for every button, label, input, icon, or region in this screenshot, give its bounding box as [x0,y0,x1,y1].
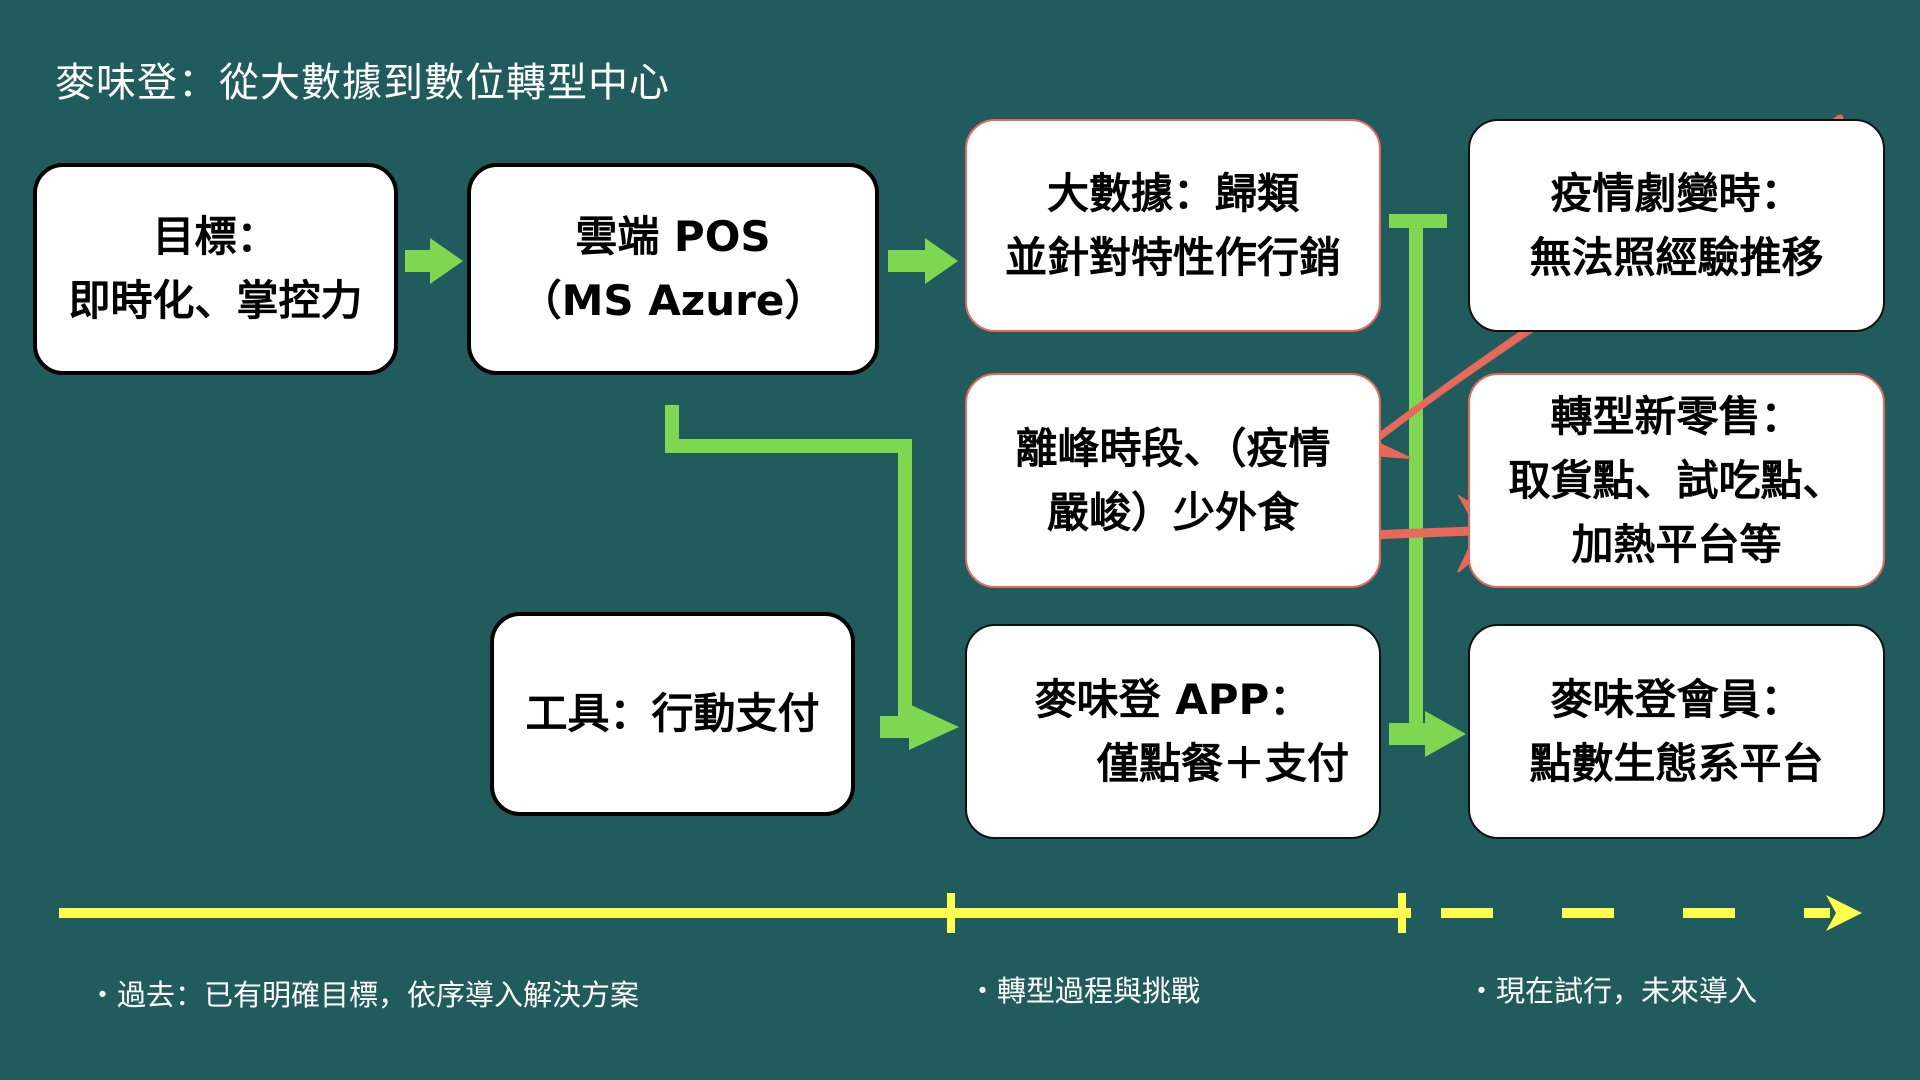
box-big-data-line-2: 並針對特性作行銷 [1004,232,1341,282]
box-cloud-pos: 雲端 POS （MS Azure） [467,163,879,375]
box-new-retail: 轉型新零售： 取貨點、試吃點、 加熱平台等 [1468,373,1885,588]
box-off-peak-line-1: 離峰時段、（疫情 [1015,423,1331,473]
box-off-peak: 離峰時段、（疫情 嚴峻）少外食 [965,373,1381,588]
box-goal-line-1: 目標： [152,212,279,261]
timeline-tick-2 [1398,893,1406,933]
box-new-retail-line-1: 轉型新零售： [1550,391,1803,441]
box-app-line-1: 麥味登 APP： [1034,674,1312,724]
box-cloud-pos-line-2: （MS Azure） [519,276,827,325]
box-pandemic-change-line-2: 無法照經驗推移 [1529,232,1824,282]
arrow-pos-to-bigdata-icon [888,238,958,284]
box-off-peak-line-2: 嚴峻）少外食 [1046,487,1299,537]
timeline-label-past: ・過去：已有明確目標，依序導入解決方案 [88,978,640,1012]
box-new-retail-line-3: 加熱平台等 [1571,519,1782,569]
slide-title: 麥味登：從大數據到數位轉型中心 [55,60,670,106]
box-membership-line-2: 點數生態系平台 [1529,738,1824,788]
box-app-line-2: 僅點餐＋支付 [1096,738,1349,788]
box-membership: 麥味登會員： 點數生態系平台 [1468,624,1885,839]
arrow-goal-to-pos-icon [405,238,463,284]
timeline-solid-line [59,908,1411,918]
timeline-tick-1 [947,893,955,933]
box-goal-line-2: 即時化、掌控力 [68,276,363,325]
box-tool-line-1: 工具：行動支付 [525,689,820,738]
box-cloud-pos-line-1: 雲端 POS [575,212,771,261]
box-new-retail-line-2: 取貨點、試吃點、 [1508,455,1845,505]
box-membership-line-1: 麥味登會員： [1550,674,1803,724]
timeline-label-transition: ・轉型過程與挑戰 [968,974,1201,1008]
box-pandemic-change-line-1: 疫情劇變時： [1550,168,1803,218]
box-goal: 目標： 即時化、掌控力 [33,163,398,375]
timeline-dash-4 [1804,908,1830,918]
box-app: 麥味登 APP： 僅點餐＋支付 [965,624,1381,839]
box-big-data-line-1: 大數據：歸類 [1046,168,1299,218]
timeline-label-future: ・現在試行，未來導入 [1467,974,1758,1008]
timeline-dash-2 [1562,908,1614,918]
box-big-data: 大數據：歸類 並針對特性作行銷 [965,119,1381,332]
timeline [59,893,1862,933]
box-pandemic-change: 疫情劇變時： 無法照經驗推移 [1468,119,1885,332]
vertical-bar-connector-icon [1389,214,1466,757]
timeline-dash-3 [1683,908,1735,918]
timeline-arrowhead-icon [1826,895,1862,931]
timeline-dash-1 [1441,908,1493,918]
box-tool: 工具：行動支付 [490,612,855,816]
